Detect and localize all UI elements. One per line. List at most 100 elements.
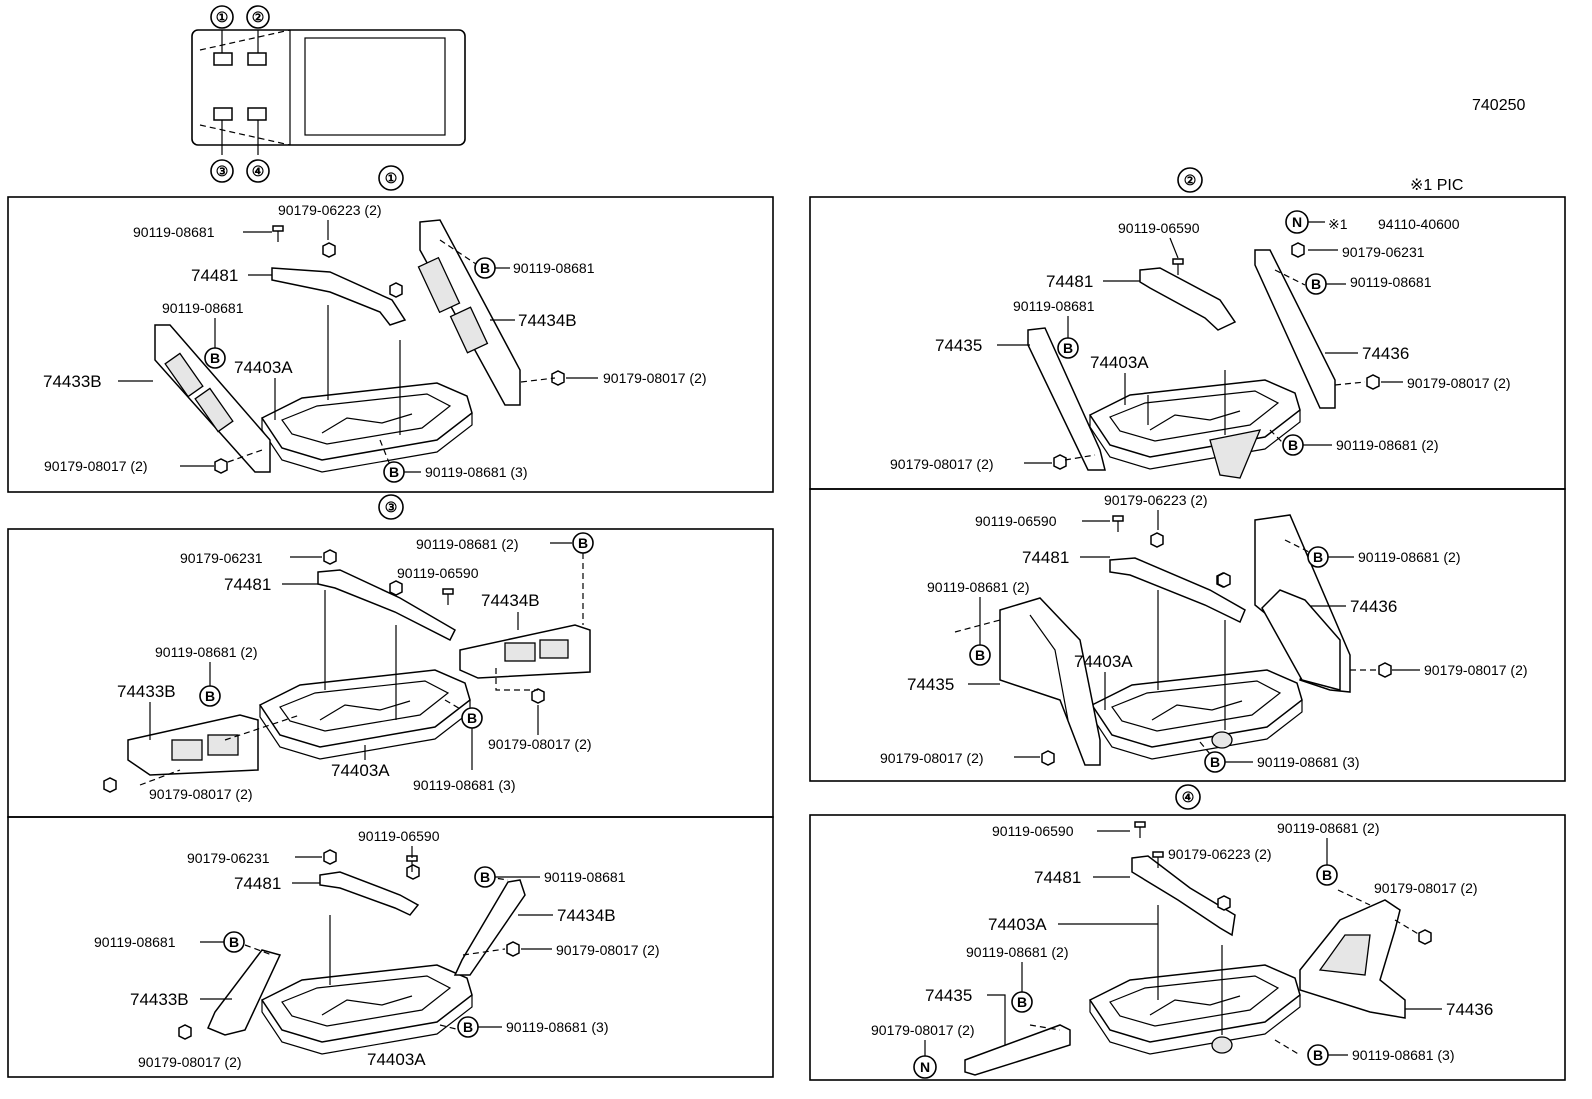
- part-number-label: 90119-08681 (3): [413, 777, 515, 793]
- panel-4-frame: [809, 814, 1566, 1081]
- part-number-label: 74481: [1022, 548, 1069, 567]
- part-number-label: 90179-08017 (2): [138, 1054, 242, 1070]
- part-number-label: 90179-08017 (2): [1424, 662, 1528, 678]
- part-number-label: 90119-08681 (3): [425, 464, 527, 480]
- part-number-label: 74434B: [518, 311, 577, 330]
- callout-letter: B: [1288, 437, 1298, 453]
- part-number-label: 90119-08681 (2): [966, 944, 1068, 960]
- rod-right: [453, 879, 526, 976]
- part-number-label: 90119-08681 (2): [155, 644, 257, 660]
- part-number-label: 74481: [224, 575, 271, 594]
- part-number-label: 90119-08681: [1013, 298, 1095, 314]
- locator-circle-4: [246, 159, 270, 183]
- part-number-label: 74481: [191, 266, 238, 285]
- part-number-label: 90179-08017 (2): [488, 736, 592, 752]
- part-number-label: 90119-08681 (3): [1352, 1047, 1454, 1063]
- battery-tray: [1091, 669, 1303, 760]
- part-number-label: 74481: [1046, 272, 1093, 291]
- callout-letter: B: [480, 260, 490, 276]
- part-number-label: 74403A: [367, 1050, 426, 1069]
- hold-down-clamp: [317, 569, 456, 642]
- location-3-marker: [213, 107, 233, 121]
- panel-2: 90119-06590 N ※1 94110-40600 90179-06231…: [890, 210, 1511, 479]
- part-number-label: 90119-08681: [1350, 274, 1432, 290]
- part-number-label: 90179-06223 (2): [1104, 492, 1208, 508]
- rod-left: [964, 1024, 1071, 1076]
- pic-note: ※1 PIC: [1410, 177, 1463, 194]
- part-number-label: 90119-06590: [992, 823, 1074, 839]
- callout-letter: B: [1063, 340, 1073, 356]
- panel-1-frame: [7, 196, 774, 493]
- part-number-label: 74433B: [130, 990, 189, 1009]
- part-number-label: 74434B: [481, 591, 540, 610]
- callout-letter: B: [1017, 994, 1027, 1010]
- part-number-label: 90179-08017 (2): [890, 456, 994, 472]
- part-number-label: 74481: [234, 874, 281, 893]
- callout-letter: B: [229, 934, 239, 950]
- callout-letter: ④: [252, 163, 265, 179]
- callout-letter: B: [210, 350, 220, 366]
- callout-letter: ③: [385, 499, 398, 515]
- callout-letter: B: [1313, 1047, 1323, 1063]
- callout-letter: B: [389, 464, 399, 480]
- part-number-label: 90119-08681: [513, 260, 595, 276]
- part-number-label: 90179-08017 (2): [871, 1022, 975, 1038]
- part-number-label: 74435: [925, 986, 972, 1005]
- part-number-label: 74481: [1034, 868, 1081, 887]
- battery-tray: [261, 964, 473, 1055]
- part-number-label: 74436: [1362, 344, 1409, 363]
- part-number-label: 90179-06231: [180, 550, 263, 566]
- part-number-label: 90179-08017 (2): [880, 750, 984, 766]
- part-number-label: 94110-40600: [1378, 216, 1460, 232]
- callout-letter: B: [463, 1019, 473, 1035]
- view-marker-3: [378, 494, 404, 520]
- location-1-marker: [213, 52, 233, 66]
- part-number-label: 90179-06231: [187, 850, 270, 866]
- part-number-label: 74436: [1446, 1000, 1493, 1019]
- part-number-label: 90119-08681: [162, 300, 244, 316]
- locator-circle-1: [210, 5, 234, 29]
- part-number-label: 74403A: [234, 358, 293, 377]
- panel-1: 90179-06223 (2) 90119-08681 B 90119-0868…: [43, 202, 707, 483]
- part-number-label: 90119-08681 (2): [1336, 437, 1438, 453]
- hold-down-clamp: [1131, 855, 1236, 937]
- callout-letter: B: [467, 710, 477, 726]
- bracket-left: [999, 597, 1101, 766]
- part-number-label: 90119-08681 (3): [1257, 754, 1359, 770]
- part-number-label: 74403A: [331, 761, 390, 780]
- location-2-marker: [247, 52, 267, 66]
- part-number-label: 90119-08681: [544, 869, 626, 885]
- callout-letter: B: [1311, 276, 1321, 292]
- part-number-label: 74403A: [1090, 353, 1149, 372]
- part-number-label: 90179-08017 (2): [1407, 375, 1511, 391]
- callout-letter: B: [578, 535, 588, 551]
- part-number-label: 90119-08681 (3): [506, 1019, 608, 1035]
- locator-circle-2: [246, 5, 270, 29]
- panel-2b-frame: [809, 488, 1566, 782]
- callout-letter: ③: [216, 163, 229, 179]
- view-marker-4: [1175, 784, 1201, 810]
- part-number-label: 74434B: [557, 906, 616, 925]
- hold-down-clamp: [319, 871, 420, 916]
- callout-letter: ①: [385, 170, 398, 186]
- panel-4: 90119-06590 90119-08681 (2) B 90179-0622…: [871, 820, 1493, 1079]
- view-marker-1: [378, 165, 404, 191]
- part-number-label: 74403A: [1074, 652, 1133, 671]
- part-number-label: 90119-08681 (2): [1358, 549, 1460, 565]
- hold-down-clamp: [1139, 267, 1237, 331]
- battery-tray: [1089, 379, 1301, 470]
- part-number-label: 90119-06590: [1118, 220, 1200, 236]
- part-number-label: 90179-08017 (2): [44, 458, 148, 474]
- part-number-label: 90179-06231: [1342, 244, 1425, 260]
- hold-down-clamp: [271, 267, 407, 326]
- callout-letter: ②: [252, 9, 265, 25]
- diagram-code: 740250: [1472, 97, 1525, 114]
- hold-down-clamp: [1109, 557, 1246, 624]
- part-number-label: 90119-08681 (2): [1277, 820, 1379, 836]
- part-number-label: 90119-08681 (2): [416, 536, 518, 552]
- panel-3b: 90119-06590 90179-06231 74481 B 90119-08…: [94, 828, 660, 1070]
- part-number-label: 90179-06223 (2): [278, 202, 382, 218]
- part-number-label: 90179-08017 (2): [556, 942, 660, 958]
- part-number-label: 90119-08681 (2): [927, 579, 1029, 595]
